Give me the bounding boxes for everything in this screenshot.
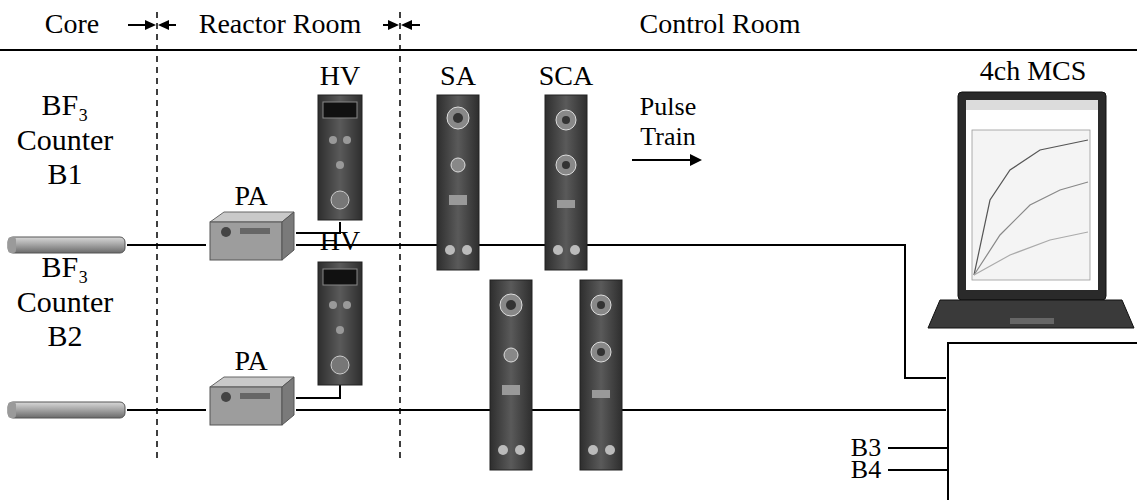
- signal-arrow: [632, 154, 702, 166]
- node-label: SCA: [529, 60, 603, 92]
- signal-cable: [296, 385, 340, 398]
- preamplifier-box: [210, 377, 294, 425]
- mcs-input-box: [948, 343, 1137, 500]
- region-label: Reactor Room: [199, 8, 362, 40]
- nim-module: [545, 95, 587, 270]
- detector: BF₃ Counter B1: [3, 88, 127, 255]
- node-label: SA: [431, 60, 485, 92]
- region-divider: [399, 12, 401, 462]
- node-label: PA: [206, 345, 296, 377]
- spectroscopy-amplifier: SA: [431, 60, 485, 272]
- laptop-icon: [928, 92, 1134, 328]
- header-rule: [0, 49, 1137, 51]
- hv-module: [318, 95, 362, 220]
- signal-cable: [127, 245, 206, 246]
- preamplifier-box: [210, 212, 294, 260]
- region-label: Core: [45, 8, 99, 40]
- input-wire: [888, 469, 947, 471]
- high-voltage-supply: HV: [313, 225, 367, 385]
- node-label: 4ch MCS: [946, 55, 1120, 87]
- nim-module: [437, 95, 479, 270]
- input-wire: [888, 447, 947, 449]
- node-label: HV: [313, 60, 367, 92]
- signal-cable: [127, 410, 206, 411]
- node-label: HV: [313, 225, 367, 257]
- hv-module: [318, 262, 362, 385]
- node-label: PA: [206, 180, 296, 212]
- detector: BF₃ Counter B2: [3, 250, 127, 420]
- input-label: B4: [851, 455, 881, 485]
- counter-tube: [8, 402, 125, 418]
- multichannel-scaler: 4ch MCS: [946, 55, 1120, 500]
- region-label: Control Room: [639, 8, 800, 40]
- region-divider: [156, 12, 158, 462]
- node-label: BF₃ Counter B2: [3, 250, 127, 354]
- high-voltage-supply: HV: [313, 60, 367, 222]
- nim-module: [580, 280, 622, 470]
- preamplifier: PA: [206, 180, 296, 262]
- node-label: BF₃ Counter B1: [3, 88, 127, 192]
- single-channel-analyzer: SCA: [529, 60, 603, 272]
- nim-module: [490, 280, 532, 470]
- signal-label: Pulse Train: [626, 92, 710, 152]
- preamplifier: PA: [206, 345, 296, 427]
